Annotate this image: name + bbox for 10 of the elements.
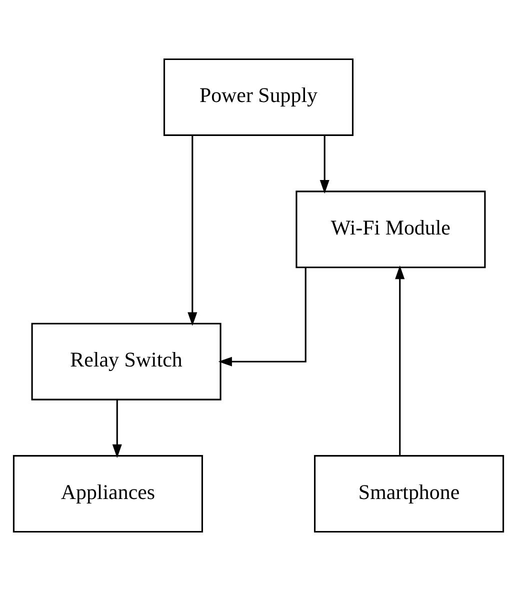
node-box: Power Supply	[163, 58, 354, 136]
arrow	[320, 134, 330, 194]
node-box: Smartphone	[314, 454, 504, 532]
arrow	[112, 399, 122, 458]
arrow	[395, 264, 405, 456]
arrow	[218, 267, 306, 366]
node-box: Appliances	[12, 454, 203, 532]
arrow	[188, 135, 198, 326]
node-box: Relay Switch	[31, 322, 222, 400]
node-box: Wi-Fi Module	[296, 190, 486, 268]
